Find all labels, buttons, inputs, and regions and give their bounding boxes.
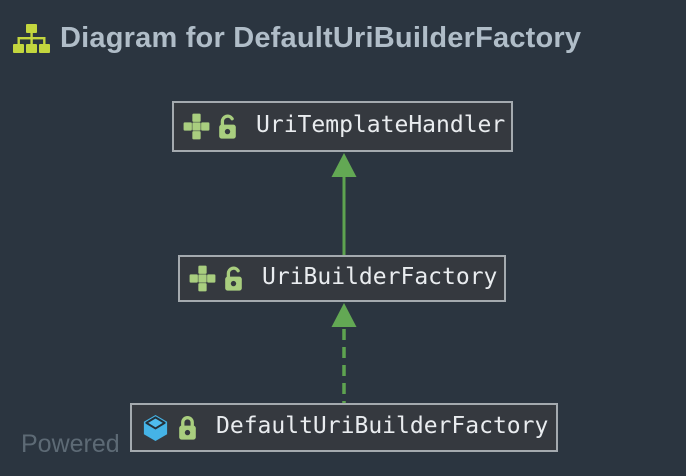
- page-title: Diagram for DefaultUriBuilderFactory: [60, 22, 582, 54]
- node-label: DefaultUriBuilderFactory: [216, 413, 549, 439]
- interface-icon: [183, 113, 210, 140]
- node-default-uri-builder-factory[interactable]: DefaultUriBuilderFactory: [130, 403, 558, 452]
- interface-icon: [189, 265, 216, 292]
- unlocked-icon: [225, 266, 242, 291]
- node-label: UriTemplateHandler: [256, 112, 506, 138]
- node-uri-template-handler[interactable]: UriTemplateHandler: [172, 101, 513, 152]
- node-label: UriBuilderFactory: [262, 264, 498, 290]
- unlocked-icon: [219, 114, 236, 139]
- diagram-header: Diagram for DefaultUriBuilderFactory: [13, 22, 581, 55]
- node-uri-builder-factory[interactable]: UriBuilderFactory: [178, 255, 506, 302]
- edge-solid-extends: [331, 153, 357, 255]
- class-icon: [143, 414, 168, 441]
- hierarchy-icon: [13, 24, 50, 53]
- locked-icon: [179, 416, 196, 440]
- powered-watermark: Powered: [21, 430, 120, 458]
- edge-dashed-implements: [331, 303, 357, 404]
